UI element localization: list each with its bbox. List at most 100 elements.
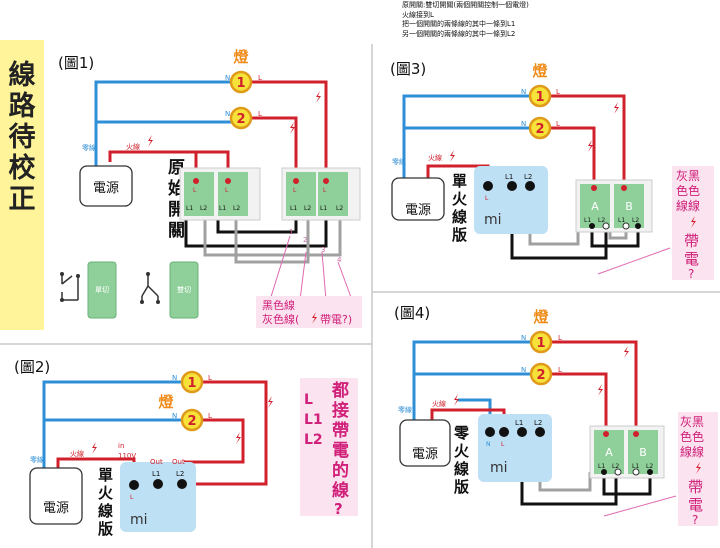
wire-number: 4 xyxy=(337,256,342,264)
wire-number: 2 xyxy=(303,236,307,244)
note-top: 灰黑 xyxy=(676,169,700,183)
banner-text: 線路待校正 xyxy=(8,60,36,215)
live-bolt-icon xyxy=(92,442,97,454)
lamp-out-wire xyxy=(184,380,268,486)
neutral-tag: 零線 xyxy=(392,157,406,166)
legend-box xyxy=(256,296,362,328)
single-switch-schematic-icon xyxy=(61,274,79,301)
in-label: in xyxy=(118,442,124,450)
note-line: 另一個開關的兩條線的其中一條到L2 xyxy=(402,29,516,38)
gray-wire xyxy=(203,206,342,264)
l-small: L xyxy=(225,187,229,194)
switch-a-label: A xyxy=(605,446,613,459)
lamp-2 xyxy=(529,362,553,386)
neutral-tag: 零線 xyxy=(30,455,44,464)
module-label-1: 單 xyxy=(98,466,113,484)
live-bolt-icon xyxy=(450,150,455,162)
l1-label: L1 xyxy=(505,173,513,181)
fig1-title: (圖1) xyxy=(58,54,94,72)
l2-label: L2 xyxy=(534,419,542,427)
single-switch-title: 單切 xyxy=(95,286,109,294)
l-label: L xyxy=(556,120,560,128)
l-label: L xyxy=(558,366,562,374)
module-label-1: 零 xyxy=(453,424,470,442)
lamp-2 xyxy=(528,116,552,140)
module-label-3: 線 xyxy=(452,208,467,226)
n-label: N xyxy=(521,366,526,374)
note-char: 都 xyxy=(331,380,349,401)
neutral-tag: 零線 xyxy=(398,405,412,414)
switch-a2 xyxy=(218,172,248,216)
terminal-l xyxy=(193,178,199,184)
lamp-1-number: 1 xyxy=(535,90,544,105)
note-line: 火線接到L xyxy=(402,10,434,19)
out-label: Out xyxy=(172,458,185,466)
l2-label: L2 xyxy=(200,205,207,212)
neutral-wire xyxy=(94,80,231,168)
switch-b1 xyxy=(286,172,316,216)
pointer-lines xyxy=(269,235,353,301)
note-char: ? xyxy=(334,500,343,518)
note-bottom: ? xyxy=(692,513,698,527)
module-label-2: 火 xyxy=(452,190,468,208)
wire-number: 1 xyxy=(289,228,293,236)
switch-a-label: A xyxy=(591,200,599,213)
power-label: 電源 xyxy=(412,447,438,462)
lamp-2-number: 2 xyxy=(187,414,196,429)
l2-label: L2 xyxy=(598,217,605,224)
figure-3: (圖3) 1 2 燈 N N L L 零線 火線 電源 單 火 線 版 L L1 xyxy=(390,60,714,281)
module-label-4: 版 xyxy=(98,520,113,538)
note-top: 線線 xyxy=(680,444,704,459)
n-label: N xyxy=(521,120,526,128)
neutral-wire xyxy=(42,380,182,470)
terminal-l xyxy=(483,181,493,191)
legend-line-1: 黑色線 xyxy=(262,298,295,312)
module-label-1: 單 xyxy=(452,172,467,190)
power-source xyxy=(79,165,133,207)
lamp-label: 燈 xyxy=(532,62,548,80)
out-label: Out xyxy=(150,458,163,466)
double-switch-title: 雙切 xyxy=(177,285,191,294)
l2-label: L2 xyxy=(524,173,532,181)
note-line: 原開關:雙切開關(兩個開關控制一個電燈) xyxy=(402,1,529,9)
l1-label: L1 xyxy=(152,470,160,478)
l2-label: L2 xyxy=(632,217,639,224)
power-source xyxy=(399,419,451,467)
l-small: L xyxy=(130,494,134,501)
module-label-4: 版 xyxy=(452,226,467,244)
module-label-3: 線 xyxy=(454,460,469,478)
l2-label: L2 xyxy=(176,470,184,478)
figure-2: (圖2) 1 2 燈 N N L L 零線 火線 電源 單 火 線 版 in 1… xyxy=(14,358,358,538)
note-top: 色色 xyxy=(680,430,704,444)
l-label: L xyxy=(258,74,262,82)
l1-label: L1 xyxy=(598,463,605,470)
l2-label: L2 xyxy=(336,205,343,212)
l-small: L xyxy=(501,441,505,448)
lamp-switch-wire xyxy=(550,94,626,186)
switch-b xyxy=(614,184,644,228)
module-label-4: 版 xyxy=(454,478,469,496)
live-bolt-icon xyxy=(290,122,295,134)
terminal-l xyxy=(323,178,329,184)
note-bottom: 電 xyxy=(684,250,699,268)
n-label: N xyxy=(172,374,177,382)
terminal-l xyxy=(621,185,627,191)
pointer-line xyxy=(603,495,677,517)
terminal-l1 xyxy=(517,427,527,437)
legend-live: 帶電?) xyxy=(320,313,352,326)
note-line: 把一個開關的兩條線的其中一條到L1 xyxy=(402,20,516,28)
lamp-label: 燈 xyxy=(233,48,249,66)
note-top: 色色 xyxy=(676,184,700,198)
terminal-l xyxy=(499,427,509,437)
question-box xyxy=(678,412,718,526)
note-bottom: 電 xyxy=(688,496,703,514)
terminal-l xyxy=(293,178,299,184)
black-wire xyxy=(590,226,640,248)
l2-label: L2 xyxy=(233,205,240,212)
terminal-l1 xyxy=(507,181,517,191)
lamp-label: 燈 xyxy=(533,308,549,326)
lamp-switch-wire xyxy=(552,340,638,432)
power-label: 電源 xyxy=(93,181,119,196)
n-label: N xyxy=(521,88,526,96)
